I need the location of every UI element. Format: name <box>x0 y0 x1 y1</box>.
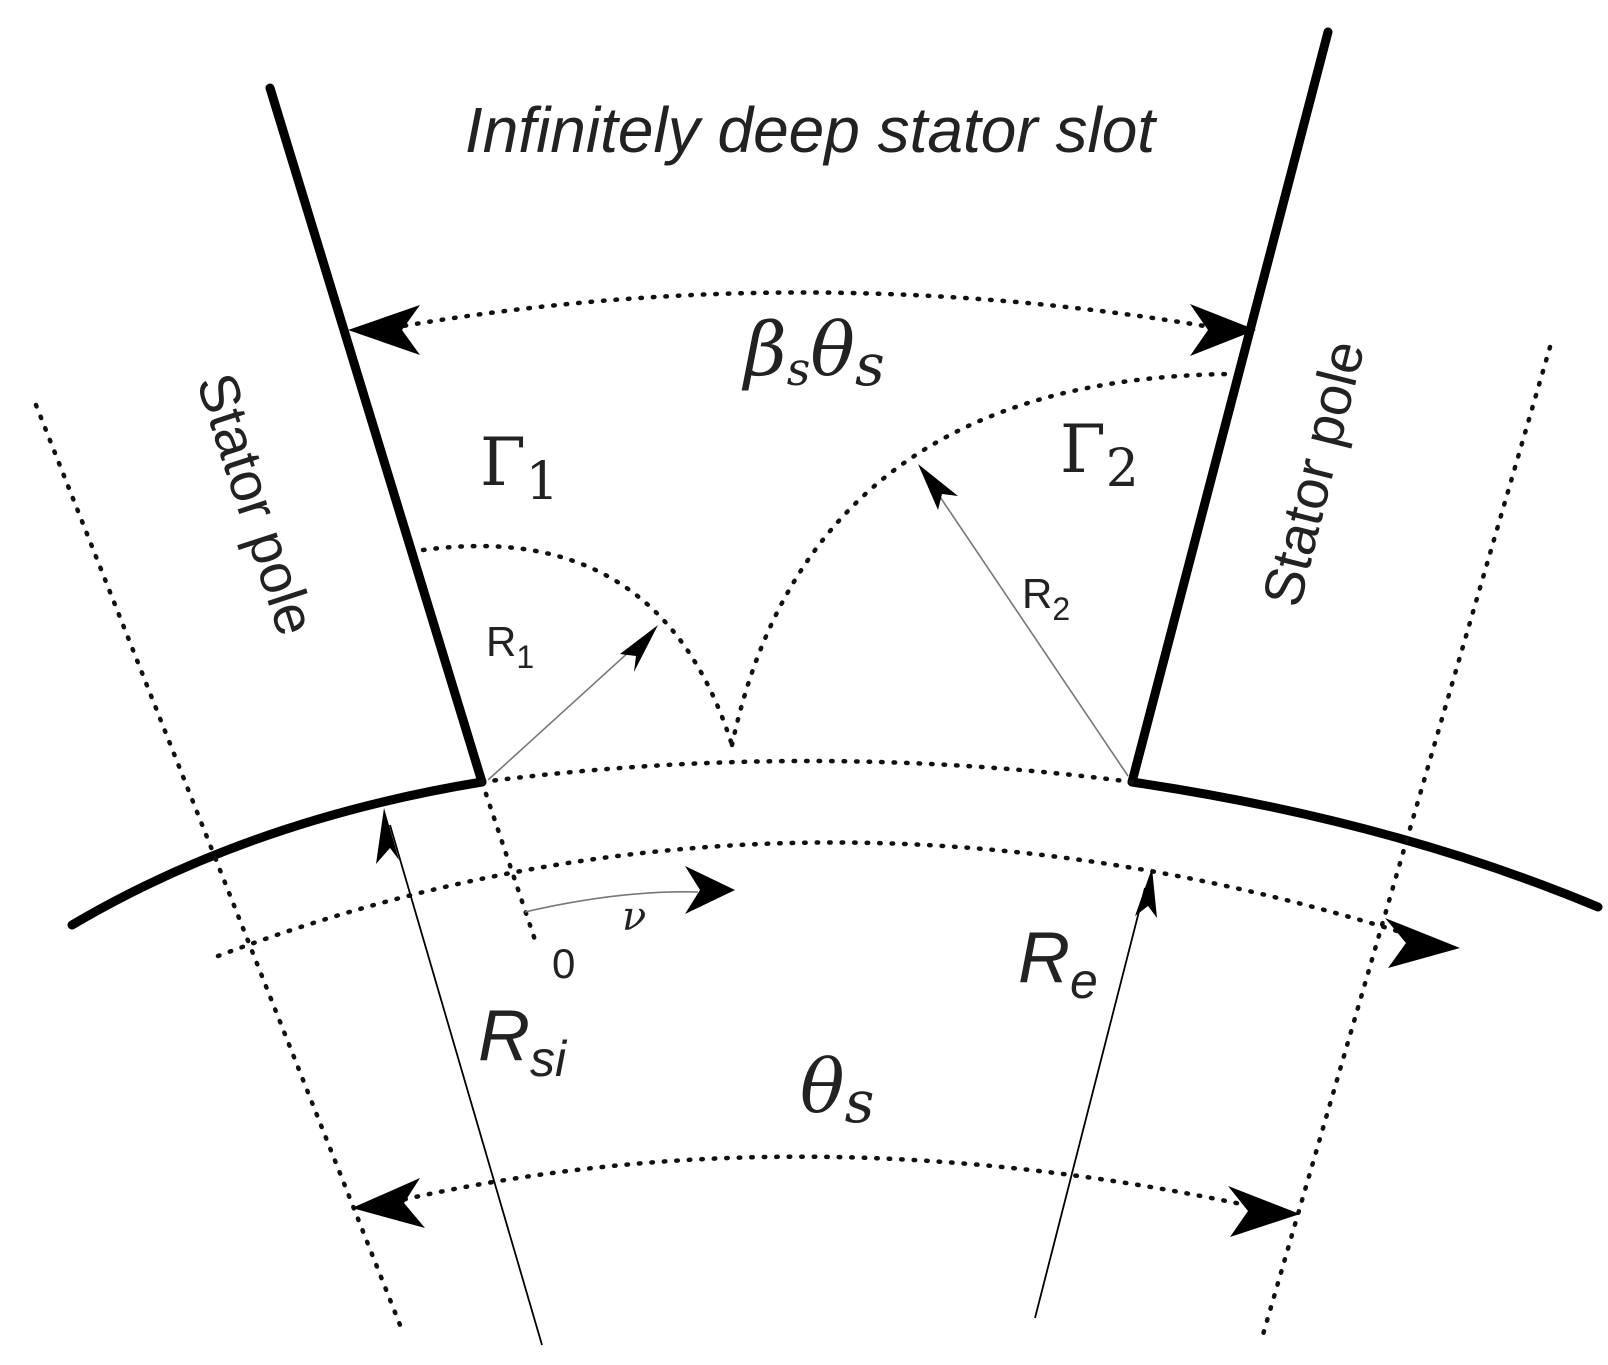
left-slot-pitch-boundary <box>33 402 405 1333</box>
diagram-title: Infinitely deep stator slot <box>465 94 1157 166</box>
r-si-subscript: si <box>530 1031 568 1087</box>
gamma-2-region-arc <box>729 371 1235 748</box>
airgap-arc-arrow-line <box>215 840 1413 959</box>
nu-angle-arc <box>524 891 699 913</box>
left-stator-pole-label: Stator pole <box>185 365 329 642</box>
r1-radius-line <box>487 639 643 781</box>
gamma-2-label: Γ2 <box>1060 411 1139 499</box>
nu-arc-arrowhead <box>685 866 735 914</box>
theta-arc-left-arrowhead <box>352 1178 425 1228</box>
theta-s-arc-arrow-line <box>377 1154 1281 1215</box>
r1-arrowhead <box>620 625 658 672</box>
beta-symbol: β <box>741 307 787 393</box>
r1-label: R1 <box>486 618 534 675</box>
origin-label: 0 <box>552 940 575 987</box>
r1-subscript: 1 <box>516 639 534 675</box>
r2-label: R2 <box>1022 570 1070 627</box>
left-pole-edge <box>265 83 487 787</box>
r2-radius-line <box>929 481 1129 777</box>
gamma-1-region-arc <box>420 543 735 748</box>
r2-subscript: 2 <box>1052 591 1070 627</box>
right-slot-pitch-boundary <box>1259 344 1553 1341</box>
theta-symbol: θ <box>810 307 855 393</box>
slot-pitch-theta-subscript: s <box>845 1068 875 1136</box>
right-stator-pole-label: Stator pole <box>1250 334 1377 612</box>
r-e-subscript: e <box>1070 953 1098 1009</box>
r-si-symbol: R <box>478 996 530 1076</box>
slot-pitch-angle-label: θs <box>800 1044 874 1136</box>
origin-radial-dotted <box>479 779 538 943</box>
airgap-arc-arrowhead <box>1385 918 1460 968</box>
left-stator-bore-arc <box>67 777 487 930</box>
gamma-1-symbol: Γ <box>480 424 526 501</box>
r-si-label: Rsi <box>478 996 568 1087</box>
r2-symbol: R <box>1022 570 1052 617</box>
slot-opening-arc <box>479 758 1135 785</box>
r-si-radius-line <box>389 824 543 1346</box>
slot-pitch-theta: θ <box>800 1044 845 1130</box>
r-e-symbol: R <box>1018 918 1070 998</box>
r-e-arrowhead <box>1135 868 1157 918</box>
r2-arrowhead <box>918 464 958 510</box>
theta-arc-right-arrowhead <box>1228 1186 1300 1237</box>
beta-subscript: s <box>787 342 811 396</box>
r-e-label: Re <box>1018 918 1098 1009</box>
gamma-1-subscript: 1 <box>526 452 559 512</box>
slot-opening-angle-label: βsθs <box>741 307 885 399</box>
gamma-2-symbol: Γ <box>1060 411 1106 488</box>
gamma-1-label: Γ1 <box>480 424 559 512</box>
right-stator-bore-arc <box>1127 777 1603 912</box>
r-si-arrowhead <box>376 808 399 864</box>
beta-arc-left-arrowhead <box>348 305 420 355</box>
theta-subscript: s <box>855 331 885 399</box>
nu-label: ν <box>622 894 646 940</box>
r-e-radius-line <box>1034 887 1146 1319</box>
beta-arc-right-arrowhead <box>1190 304 1256 356</box>
beta-theta-arc-arrow-line <box>377 290 1231 333</box>
r1-symbol: R <box>486 618 516 665</box>
right-pole-edge <box>1127 27 1333 787</box>
gamma-2-subscript: 2 <box>1106 439 1139 499</box>
